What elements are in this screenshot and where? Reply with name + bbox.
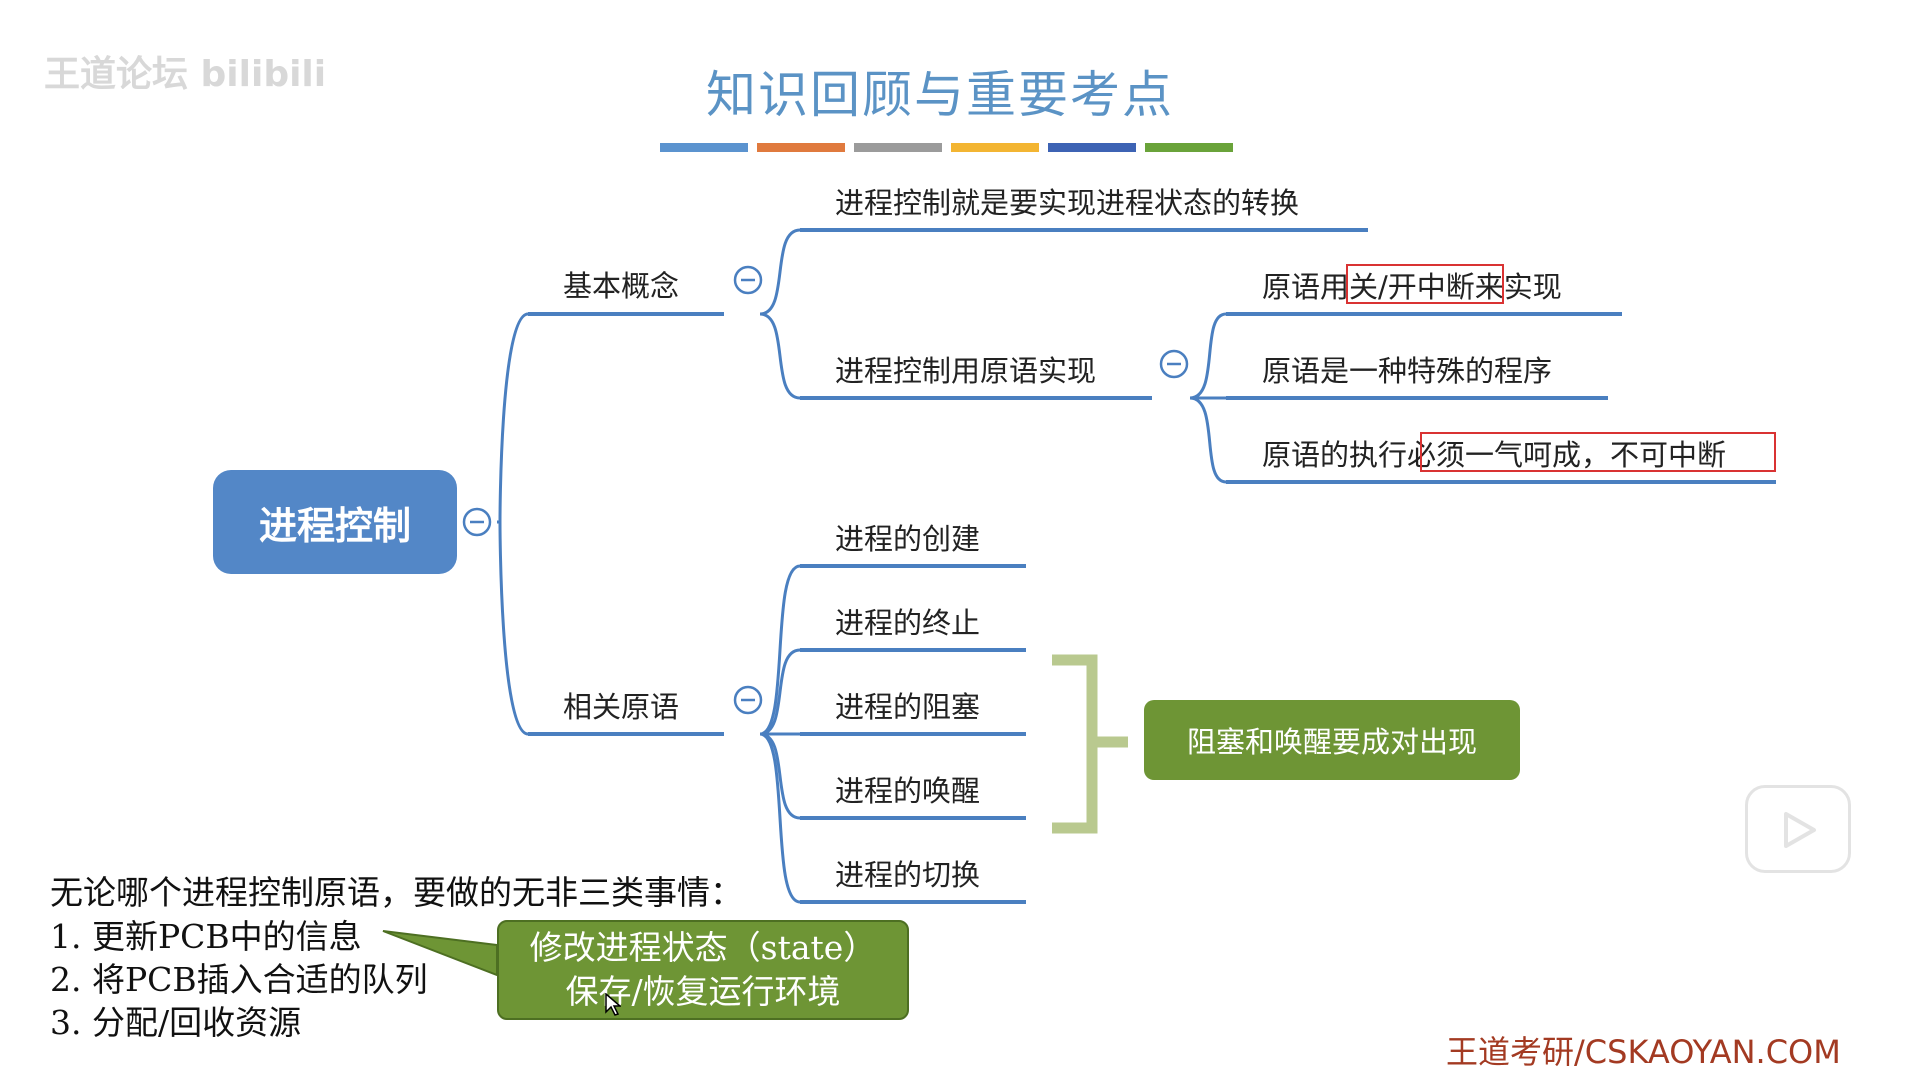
related-item-wakeup: 进程的唤醒 <box>835 774 981 808</box>
related-item-create: 进程的创建 <box>835 522 981 556</box>
collapse-icon <box>462 507 492 537</box>
color-bar <box>660 143 748 152</box>
primitive-note-3: 原语的执行必须一气呵成，不可中断 <box>1262 438 1727 472</box>
related-item-underline <box>800 648 1026 652</box>
root-connector <box>497 312 529 736</box>
color-bar <box>757 143 845 152</box>
related-item-underline <box>800 900 1026 904</box>
primitive-note-2: 原语是一种特殊的程序 <box>1262 354 1553 388</box>
root-node: 进程控制 <box>213 470 457 574</box>
bottom-note-item-3: 3. 分配/回收资源 <box>50 1003 302 1042</box>
pair-note-box: 阻塞和唤醒要成对出现 <box>1144 700 1520 780</box>
callout-box: 修改进程状态（state） 保存/恢复运行环境 <box>497 920 909 1020</box>
primitive-note-3-underline <box>1226 480 1776 484</box>
watermark-logo: 王道论坛 bilibili <box>44 54 327 95</box>
basic-item-1: 进程控制就是要实现进程状态的转换 <box>835 186 1300 220</box>
collapse-icon <box>733 685 763 715</box>
play-button[interactable] <box>1745 785 1851 873</box>
page-title: 知识回顾与重要考点 <box>706 66 1174 124</box>
collapse-icon <box>1159 349 1189 379</box>
footer-brand: 王道考研/CSKAOYAN.COM <box>1446 1033 1841 1071</box>
highlight-box <box>1346 264 1504 304</box>
branch-basic-label: 基本概念 <box>563 269 680 303</box>
callout-line-1: 修改进程状态（state） <box>529 928 877 967</box>
bottom-note-item-2: 2. 将PCB插入合适的队列 <box>50 960 428 999</box>
branch-related-label: 相关原语 <box>563 690 680 724</box>
highlight-box <box>1420 432 1776 472</box>
primitive-note-1: 原语用关/开中断来实现 <box>1262 270 1562 304</box>
primitive-note-1-underline <box>1226 312 1622 316</box>
color-bar <box>1145 143 1233 152</box>
basic-connector <box>759 228 801 400</box>
color-bar <box>1048 143 1136 152</box>
primitive-note-2-underline <box>1226 396 1608 400</box>
color-bar <box>854 143 942 152</box>
bottom-note-heading: 无论哪个进程控制原语，要做的无非三类事情： <box>50 873 743 912</box>
basic-item-1-underline <box>800 228 1368 232</box>
related-item-block: 进程的阻塞 <box>835 690 981 724</box>
related-item-underline <box>800 816 1026 820</box>
basic-item-2-underline <box>800 396 1152 400</box>
related-item-underline <box>800 564 1026 568</box>
cursor-icon <box>605 993 621 1016</box>
related-item-switch: 进程的切换 <box>835 858 981 892</box>
primitive-connector <box>1189 312 1227 484</box>
basic-item-2: 进程控制用原语实现 <box>835 354 1097 388</box>
collapse-icon <box>733 265 763 295</box>
color-bar <box>951 143 1039 152</box>
branch-basic-underline <box>528 312 724 316</box>
related-connector <box>759 564 801 904</box>
bottom-note-item-1: 1. 更新PCB中的信息 <box>50 917 362 956</box>
play-icon <box>1784 812 1816 848</box>
related-item-underline <box>800 732 1026 736</box>
related-item-terminate: 进程的终止 <box>835 606 981 640</box>
branch-related-underline <box>528 732 724 736</box>
pair-bracket <box>1052 654 1128 834</box>
callout-line-2: 保存/恢复运行环境 <box>565 972 841 1011</box>
